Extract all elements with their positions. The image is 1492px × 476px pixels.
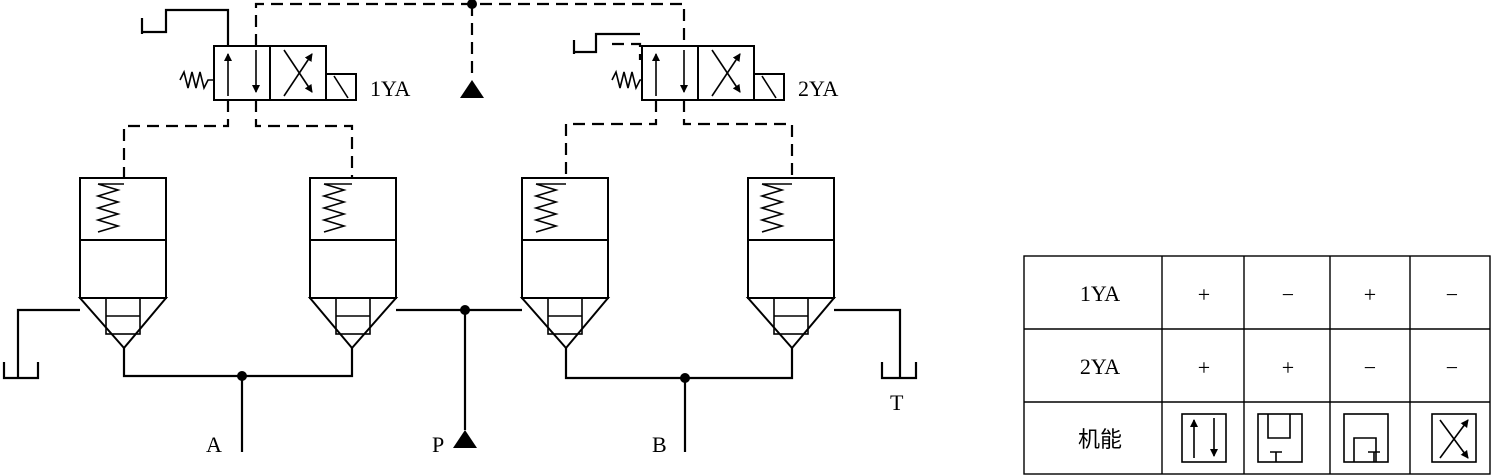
cartridge-valve-2 (307, 177, 399, 350)
port-p-label: P (432, 432, 444, 457)
table-cell: − (1446, 355, 1458, 380)
spring-icon (179, 69, 214, 91)
pilot-pressure-source-icon (460, 80, 484, 98)
cartridge-valve-1 (77, 177, 169, 350)
tank-1-line (214, 8, 230, 46)
table-cell: + (1282, 355, 1294, 380)
function-symbol-cross-icon (1431, 413, 1477, 463)
valve-2-block-right (697, 45, 755, 101)
table-row-header: 1YA (1080, 281, 1120, 306)
pilot-junction-dot (467, 0, 477, 9)
table-cell: + (1198, 282, 1210, 307)
function-symbol-type-1-icon (1257, 413, 1303, 463)
junction-b-dot (680, 373, 690, 383)
spring-icon (533, 183, 566, 233)
spring-icon (759, 183, 792, 233)
junction-a-dot (237, 371, 247, 381)
solenoid-1-label: 1YA (370, 76, 410, 101)
tank-right-icon (834, 308, 918, 380)
function-table: 1YA 2YA 机能 + − + − + + − − (1023, 255, 1491, 475)
spring-icon (611, 69, 642, 91)
valve-1-block-left (213, 45, 271, 101)
function-symbol-through-icon (1181, 413, 1227, 463)
tank-1-icon (140, 8, 214, 34)
table-cell: + (1198, 355, 1210, 380)
table-cell: − (1446, 282, 1458, 307)
table-row-header: 机能 (1078, 427, 1122, 452)
pilot-valve-2: 2YA (572, 32, 838, 101)
port-t-label: T (890, 390, 904, 415)
table-row-header: 2YA (1080, 354, 1120, 379)
spring-icon (321, 183, 352, 233)
cartridge-valve-3 (519, 177, 611, 350)
solenoid-2-label: 2YA (798, 76, 838, 101)
table-cell: + (1364, 282, 1376, 307)
valve-1-block-right (269, 45, 327, 101)
function-symbol-type-2-icon (1343, 413, 1389, 463)
tank-left-icon (2, 308, 80, 380)
pressure-source-icon (453, 430, 477, 448)
valve-2-block-left (641, 45, 699, 101)
cartridge-valve-4 (745, 177, 837, 350)
pilot-valve-1: 1YA (179, 45, 410, 101)
port-b-label: B (652, 432, 667, 457)
tank-2-icon (572, 32, 640, 54)
table-cell: − (1364, 355, 1376, 380)
port-a-label: A (206, 432, 222, 457)
spring-icon (95, 183, 124, 233)
table-cell: − (1282, 282, 1294, 307)
junction-p-dot (460, 305, 470, 315)
